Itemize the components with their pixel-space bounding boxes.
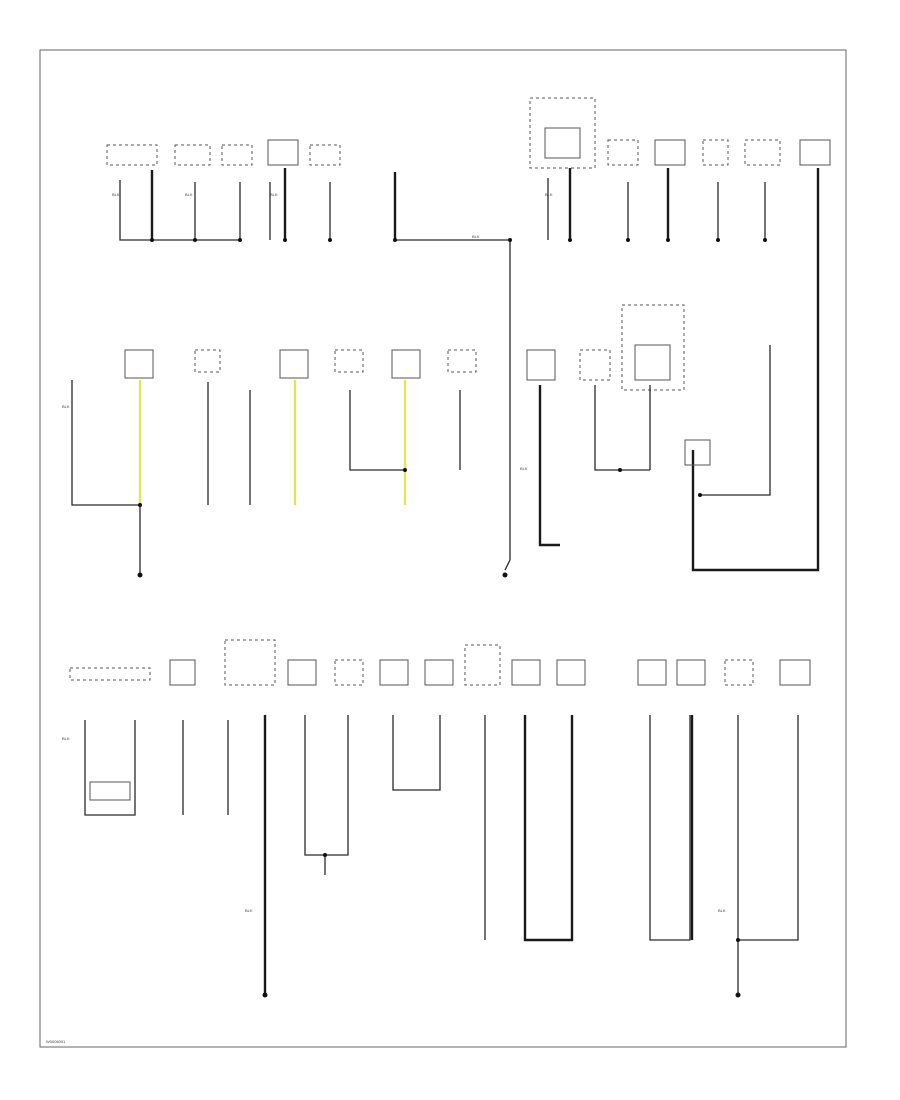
component-box bbox=[637, 659, 667, 686]
component-box bbox=[544, 127, 581, 159]
component-box bbox=[529, 97, 596, 169]
component-box bbox=[334, 349, 364, 373]
component-box bbox=[106, 144, 158, 166]
wire-code: BLK bbox=[112, 192, 120, 197]
component-box bbox=[267, 139, 299, 166]
diagram-frame bbox=[39, 49, 847, 1048]
component-box bbox=[634, 344, 671, 381]
component-box bbox=[447, 349, 477, 373]
component-box bbox=[702, 139, 729, 166]
wire-code: BLK bbox=[545, 192, 553, 197]
component-box bbox=[579, 349, 611, 381]
top-row-circuits bbox=[106, 97, 831, 572]
component-box bbox=[526, 349, 556, 381]
component-box bbox=[779, 659, 811, 686]
component-box bbox=[654, 139, 686, 166]
component-box bbox=[799, 139, 831, 166]
wire-code: BLK bbox=[245, 908, 253, 913]
component-box bbox=[174, 144, 211, 166]
component-box bbox=[621, 304, 685, 391]
part-number: W0006001 bbox=[46, 1039, 66, 1044]
component-box bbox=[391, 349, 421, 379]
component-box bbox=[89, 781, 131, 801]
component-box bbox=[221, 144, 253, 166]
wire-code: BLK bbox=[520, 466, 528, 471]
bottom-row-circuits bbox=[69, 639, 811, 998]
component-box bbox=[287, 659, 317, 686]
component-box bbox=[279, 349, 309, 379]
component-box bbox=[676, 659, 706, 686]
wire-code-labels: BLK BLK BLK BLK BLK BLK BLK BLK BLK BLK bbox=[62, 192, 726, 913]
component-box bbox=[684, 439, 711, 466]
component-box bbox=[124, 349, 154, 379]
component-box bbox=[511, 659, 541, 686]
component-box bbox=[194, 349, 221, 373]
wire-code: BLK bbox=[62, 404, 70, 409]
component-box bbox=[464, 644, 501, 686]
wire-code: BLK bbox=[472, 234, 480, 239]
component-box bbox=[556, 659, 586, 686]
component-box bbox=[334, 659, 364, 686]
wire-code: BLK bbox=[270, 192, 278, 197]
component-box bbox=[424, 659, 454, 686]
middle-row-circuits bbox=[71, 304, 771, 578]
component-box bbox=[169, 659, 196, 686]
component-box bbox=[69, 667, 151, 681]
wire-code: BLK bbox=[718, 908, 726, 913]
wire-code: BLK bbox=[185, 192, 193, 197]
wire-code: BLK bbox=[62, 736, 70, 741]
component-box bbox=[744, 139, 781, 166]
component-box bbox=[309, 144, 341, 166]
component-box bbox=[724, 659, 754, 686]
component-box bbox=[224, 639, 276, 686]
component-box bbox=[607, 139, 639, 166]
component-box bbox=[379, 659, 409, 686]
